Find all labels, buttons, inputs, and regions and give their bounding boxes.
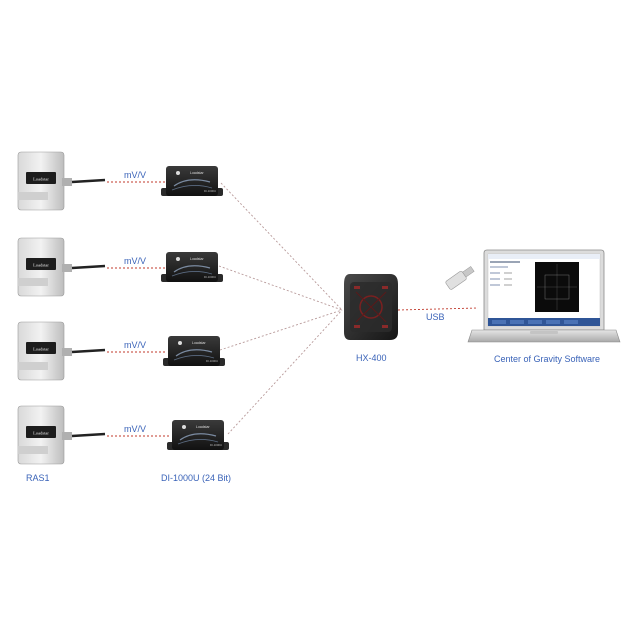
hub-connections	[218, 182, 479, 435]
signal-label: mV/V	[124, 424, 146, 434]
connection-line	[220, 182, 343, 311]
sensor-cable	[71, 348, 106, 354]
digitizer-logo: Loadstar	[190, 257, 204, 261]
signal-label: mV/V	[124, 170, 146, 180]
hub-device	[344, 274, 398, 340]
digitizer-logo: Loadstar	[192, 341, 206, 345]
load-cell: Loadstar	[17, 321, 72, 381]
digitizer-model: DI-1000U	[206, 359, 218, 363]
load-cell-row-1: Loadstar	[17, 151, 166, 211]
load-cell-row-4: Loadstar	[17, 405, 170, 465]
sensor-cable	[71, 264, 106, 270]
load-cell-logo: Loadstar	[33, 177, 49, 182]
load-cell-logo: Loadstar	[33, 431, 49, 436]
usb-connection-line	[397, 307, 479, 311]
load-cell: Loadstar	[17, 237, 72, 297]
signal-label: mV/V	[124, 256, 146, 266]
laptop	[467, 249, 621, 343]
load-cell-row-3: Loadstar	[17, 321, 166, 381]
load-cell-label: RAS1	[26, 473, 50, 483]
hub-label: HX-400	[356, 353, 387, 363]
digitizer-device: Loadstar DI-1000U	[167, 420, 229, 450]
digitizer-device: Loadstar DI-1000U	[161, 252, 223, 282]
connection-line	[218, 265, 343, 311]
usb-label: USB	[426, 312, 445, 322]
labels: mV/V mV/V mV/V mV/V RAS1 DI-1000U (24 Bi…	[26, 170, 600, 483]
digitizer-device: Loadstar DI-1000U	[163, 336, 225, 366]
software-titlebar	[488, 254, 600, 259]
load-cell-row-2: Loadstar	[17, 237, 166, 297]
sensor-cable	[71, 178, 106, 184]
digitizer-model: DI-1000U	[204, 189, 216, 193]
digitizer-device: Loadstar DI-1000U	[161, 166, 223, 196]
load-cell: Loadstar	[17, 405, 72, 465]
load-cell-logo: Loadstar	[33, 263, 49, 268]
sensor-cable	[71, 432, 106, 438]
digitizer-logo: Loadstar	[196, 425, 210, 429]
signal-label: mV/V	[124, 340, 146, 350]
load-cell-logo: Loadstar	[33, 347, 49, 352]
usb-plug-icon	[445, 266, 475, 290]
digitizer-model: DI-1000U	[204, 275, 216, 279]
digitizer-model: DI-1000U	[210, 443, 222, 447]
software-label: Center of Gravity Software	[494, 354, 600, 364]
connection-line	[227, 309, 343, 435]
digitizer-label: DI-1000U (24 Bit)	[161, 473, 231, 483]
load-cell: Loadstar	[17, 151, 72, 211]
connection-line	[219, 309, 343, 351]
digitizer-logo: Loadstar	[190, 171, 204, 175]
